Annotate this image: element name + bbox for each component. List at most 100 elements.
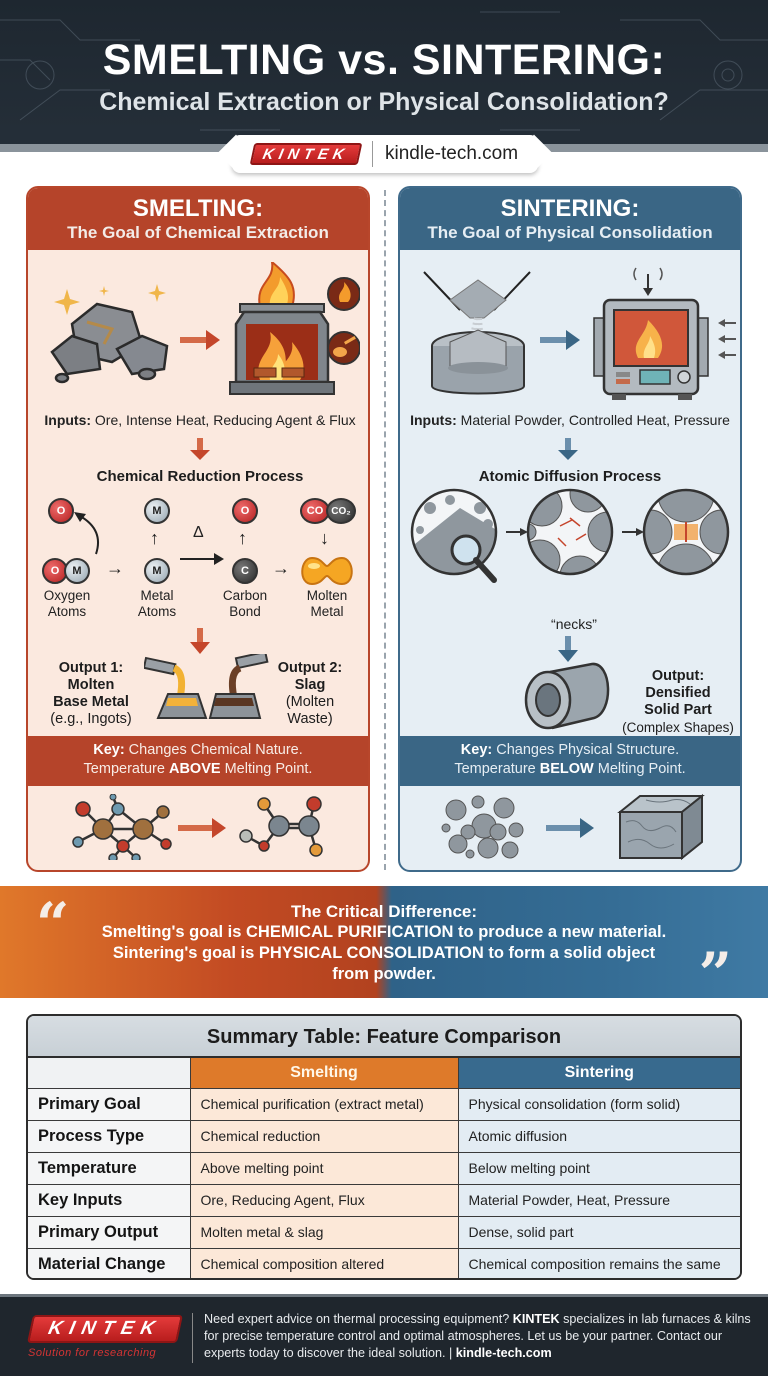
footer-website-link[interactable]: kindle-tech.com [455, 1346, 552, 1360]
down-arrow-icon [558, 636, 578, 662]
smelting-panel-header: SMELTING: The Goal of Chemical Extractio… [28, 188, 368, 250]
carbon-monoxide-molecule: CO [300, 498, 330, 524]
right-arrow-icon [178, 818, 226, 838]
footer: KINTEK Solution for researching Need exp… [0, 1294, 768, 1376]
furnace-fire-icon [229, 262, 360, 395]
sintering-key-band: Key: Changes Physical Structure. Tempera… [400, 736, 740, 786]
circuit-pattern-decoration [0, 11, 768, 131]
sintering-title: SINTERING: [500, 195, 640, 222]
ore-rocks-icon [50, 284, 169, 384]
output2-label: Output 2: Slag (Molten Waste) [277, 660, 343, 727]
smelting-cell: Chemical composition altered [190, 1248, 459, 1278]
smelting-cell: Molten metal & slag [190, 1216, 459, 1249]
metal-atom: M [144, 498, 170, 524]
page-subtitle: Chemical Extraction or Physical Consolid… [99, 88, 669, 116]
oxygen-atom: O [232, 498, 258, 524]
pill-separator [372, 141, 373, 167]
footer-tagline: Solution for researching [28, 1347, 157, 1359]
down-arrow-icon [190, 438, 210, 460]
sintering-cell: Chemical composition remains the same [458, 1248, 740, 1278]
summary-table: Summary Table: Feature Comparison Smelti… [26, 1014, 742, 1280]
simple-molecule-icon [239, 796, 323, 857]
smelting-cell: Above melting point [190, 1152, 459, 1185]
necks-label: “necks” [551, 616, 597, 632]
carbon-dioxide-molecule: CO₂ [326, 498, 356, 524]
sintering-inputs: Inputs: Material Powder, Controlled Heat… [410, 412, 730, 428]
table-row: Primary Goal Chemical purification (extr… [28, 1088, 740, 1121]
feature-cell: Key Inputs [28, 1184, 191, 1217]
atomic-diffusion-diagram [410, 488, 730, 583]
pouring-ingots-icon [144, 654, 269, 719]
smelting-cell: Chemical purification (extract metal) [190, 1088, 459, 1121]
sintering-cell: Below melting point [458, 1152, 740, 1185]
sintering-subtitle: The Goal of Physical Consolidation [427, 223, 713, 242]
close-quote-icon: ” [698, 940, 732, 1008]
down-arrow-icon: ↓ [320, 528, 329, 548]
metal-atom: M [144, 558, 170, 584]
smelting-inputs: Inputs: Ore, Intense Heat, Reducing Agen… [44, 412, 356, 428]
page-title: SMELTING vs. SINTERING: [102, 36, 666, 84]
critical-difference-text: Smelting's goal is CHEMICAL PURIFICATION… [101, 923, 667, 983]
footer-separator [192, 1313, 193, 1363]
open-quote-icon: “ [36, 890, 70, 958]
footer-cta-text: Need expert advice on thermal processing… [204, 1312, 751, 1360]
website-link[interactable]: kindle-tech.com [385, 143, 519, 164]
feature-cell: Process Type [28, 1120, 191, 1153]
loose-powder-particles-icon [441, 795, 524, 859]
table-header-row: Smelting Sintering [28, 1058, 740, 1089]
right-arrow-icon [546, 818, 594, 838]
column-header-smelting: Smelting [190, 1058, 459, 1089]
sintering-panel: SINTERING: The Goal of Physical Consolid… [398, 186, 742, 872]
output1-label: Output 1: Molten Base Metal (e.g., Ingot… [50, 660, 132, 727]
sintering-process-title: Atomic Diffusion Process [478, 468, 662, 485]
smelting-panel: SMELTING: The Goal of Chemical Extractio… [26, 186, 370, 872]
table-row: Temperature Above melting point Below me… [28, 1152, 740, 1185]
kintek-logo: KINTEK [249, 143, 363, 165]
sintering-cell: Physical consolidation (form solid) [458, 1088, 740, 1121]
carbon-atom: C [232, 558, 258, 584]
dense-solid-block-icon [617, 793, 705, 861]
molten-metal-icon [301, 556, 353, 586]
complex-molecule-icon [72, 794, 172, 860]
smelting-subtitle: The Goal of Chemical Extraction [67, 223, 329, 242]
sintering-cell: Dense, solid part [458, 1216, 740, 1249]
table-row: Process Type Chemical reduction Atomic d… [28, 1120, 740, 1153]
footer-kintek-logo[interactable]: KINTEK [27, 1315, 183, 1343]
smelting-cell: Ore, Reducing Agent, Flux [190, 1184, 459, 1217]
up-arrow-icon: ↑ [150, 528, 159, 548]
down-arrow-icon [190, 628, 210, 654]
sintering-cell: Atomic diffusion [458, 1120, 740, 1153]
feature-cell: Primary Goal [28, 1088, 191, 1121]
table-row: Key Inputs Ore, Reducing Agent, Flux Mat… [28, 1184, 740, 1217]
sintering-cell: Material Powder, Heat, Pressure [458, 1184, 740, 1217]
critical-difference-banner: “ The Critical Difference: Smelting's go… [0, 886, 768, 1008]
sintering-panel-header: SINTERING: The Goal of Physical Consolid… [400, 188, 740, 250]
brand-url-pill[interactable]: KINTEK kindle-tech.com [232, 135, 538, 173]
smelting-title: SMELTING: [132, 195, 264, 222]
feature-cell: Primary Output [28, 1216, 191, 1249]
feature-cell: Material Change [28, 1248, 191, 1278]
metal-atom: M [64, 558, 90, 584]
solid-cylinder-part-icon [524, 662, 610, 730]
table-row: Material Change Chemical composition alt… [28, 1248, 740, 1278]
delta-symbol: Δ [193, 524, 204, 541]
column-header-sintering: Sintering [458, 1058, 740, 1089]
up-arrow-icon: ↑ [238, 528, 247, 548]
right-arrow-icon: → [272, 558, 290, 578]
sintering-output-label: Output: Densified Solid Part (Complex Sh… [622, 668, 734, 735]
comparison-table: Smelting Sintering Primary Goal Chemical… [28, 1058, 740, 1278]
curved-arrow-icon [74, 512, 99, 555]
sintering-furnace-icon [593, 267, 709, 400]
powder-mold-icon [423, 271, 531, 395]
oxygen-atom: O [48, 498, 74, 524]
header-banner: SMELTING vs. SINTERING: Chemical Extract… [0, 0, 768, 152]
down-arrow-icon [558, 438, 578, 460]
right-arrow-icon [180, 553, 224, 565]
pressure-arrows-icon [718, 319, 736, 359]
right-arrow-icon: → [106, 558, 124, 578]
smelting-cell: Chemical reduction [190, 1120, 459, 1153]
